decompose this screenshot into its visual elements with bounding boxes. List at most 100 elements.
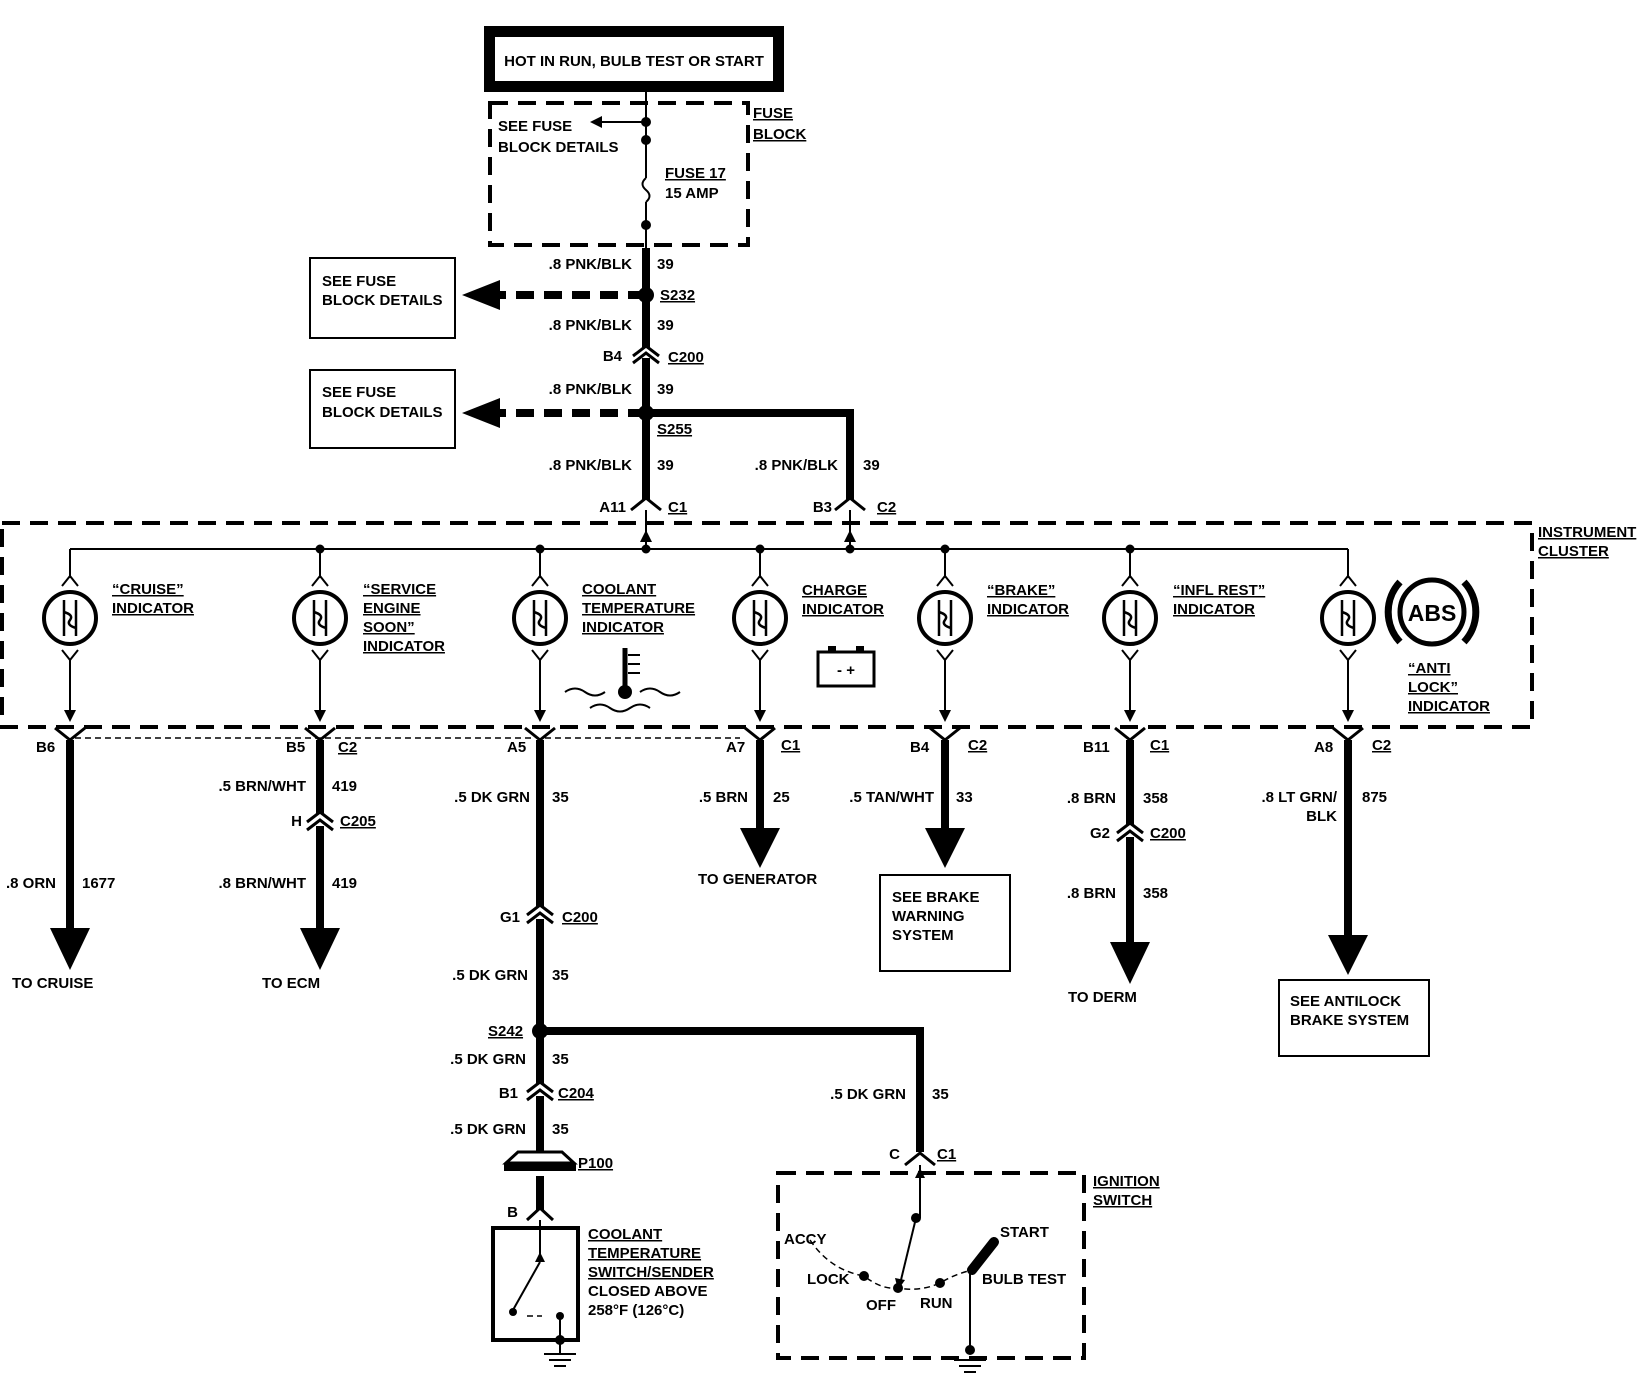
indicator-bulbs bbox=[42, 549, 1376, 720]
circuit-generator: 25 bbox=[773, 789, 790, 806]
see-fuse-box-2-line1: SEE FUSE bbox=[322, 384, 396, 401]
pin-b: B bbox=[507, 1204, 518, 1221]
ignition-start: START bbox=[1000, 1224, 1049, 1241]
indicator-infl-line2: INDICATOR bbox=[1173, 601, 1255, 618]
dest-cruise: TO CRUISE bbox=[12, 975, 93, 992]
wire-coolant-4: .5 DK GRN bbox=[450, 1121, 526, 1138]
fuse-rating: 15 AMP bbox=[665, 185, 719, 202]
pin-g1: G1 bbox=[500, 909, 520, 926]
fuse-block-label-1: FUSE bbox=[753, 105, 793, 122]
indicator-coolant-line2: TEMPERATURE bbox=[582, 600, 695, 617]
dest-derm: TO DERM bbox=[1068, 989, 1137, 1006]
conn-a8-c2: C2 bbox=[1372, 737, 1391, 754]
conn-b4-c2: C2 bbox=[968, 737, 987, 754]
bulb-brake bbox=[917, 549, 973, 720]
indicator-ses-line1: “SERVICE bbox=[363, 581, 436, 598]
instrument-cluster-border bbox=[0, 521, 1534, 729]
sender-line2: TEMPERATURE bbox=[588, 1245, 701, 1262]
pin-b4-bottom: B4 bbox=[910, 739, 930, 756]
indicator-ses-line4: INDICATOR bbox=[363, 638, 445, 655]
wire-ecm-1: .5 BRN/WHT bbox=[219, 778, 307, 795]
indicator-cruise-line2: INDICATOR bbox=[112, 600, 194, 617]
circuit-derm-2: 358 bbox=[1143, 885, 1168, 902]
circuit-cruise: 1677 bbox=[82, 875, 115, 892]
feed-circuit-right: 39 bbox=[863, 457, 880, 474]
circuit-ecm-2: 419 bbox=[332, 875, 357, 892]
see-brake-line3: SYSTEM bbox=[892, 927, 954, 944]
wire-cruise: .8 ORN bbox=[6, 875, 56, 892]
wire-abs-2: BLK bbox=[1306, 808, 1337, 825]
pin-a7: A7 bbox=[726, 739, 745, 756]
feed-wire-3: .8 PNK/BLK bbox=[549, 381, 633, 398]
pin-a11: A11 bbox=[599, 499, 626, 516]
indicator-brake-line2: INDICATOR bbox=[987, 601, 1069, 618]
coolant-sender-box bbox=[491, 1226, 580, 1342]
pin-a5: A5 bbox=[507, 739, 526, 756]
dest-generator: TO GENERATOR bbox=[698, 871, 817, 888]
sender-line3: SWITCH/SENDER bbox=[588, 1264, 714, 1281]
see-brake-box bbox=[879, 874, 1011, 972]
indicator-cruise-line1: “CRUISE” bbox=[112, 581, 184, 598]
circuit-coolant-3: 35 bbox=[552, 1051, 569, 1068]
indicator-abs-line3: INDICATOR bbox=[1408, 698, 1490, 715]
splice-s255-label: S255 bbox=[657, 421, 692, 438]
feed-wire-top: .8 PNK/BLK bbox=[549, 256, 633, 273]
conn-c200-coolant: C200 bbox=[562, 909, 598, 926]
pin-b6: B6 bbox=[36, 739, 55, 756]
abs-icon: ABS bbox=[1384, 577, 1480, 647]
pin-g2: G2 bbox=[1090, 825, 1110, 842]
see-fuse-box-2-line2: BLOCK DETAILS bbox=[322, 404, 443, 421]
see-fuse-box-1-line1: SEE FUSE bbox=[322, 273, 396, 290]
fuse-block-label-2: BLOCK bbox=[753, 126, 806, 143]
wire-ignition: .5 DK GRN bbox=[830, 1086, 906, 1103]
fuse-number: FUSE 17 bbox=[665, 165, 726, 182]
feed-circuit-2: 39 bbox=[657, 317, 674, 334]
wire-coolant-3: .5 DK GRN bbox=[450, 1051, 526, 1068]
conn-c205: C205 bbox=[340, 813, 376, 830]
see-fuse-box-2 bbox=[309, 369, 456, 449]
see-antilock-line1: SEE ANTILOCK bbox=[1290, 993, 1401, 1010]
feed-circuit-left: 39 bbox=[657, 457, 674, 474]
wire-coolant-2: .5 DK GRN bbox=[452, 967, 528, 984]
feed-wire-2: .8 PNK/BLK bbox=[549, 317, 633, 334]
indicator-brake-line1: “BRAKE” bbox=[987, 582, 1055, 599]
sender-line4: CLOSED ABOVE bbox=[588, 1283, 707, 1300]
wire-brake: .5 TAN/WHT bbox=[849, 789, 934, 806]
see-brake-line1: SEE BRAKE bbox=[892, 889, 980, 906]
ignition-lock: LOCK bbox=[807, 1271, 850, 1288]
dest-ecm: TO ECM bbox=[262, 975, 320, 992]
pin-b4-top: B4 bbox=[603, 348, 623, 365]
splice-s242-label: S242 bbox=[488, 1023, 523, 1040]
sender-line5: 258°F (126°C) bbox=[588, 1302, 684, 1319]
ignition-accy: ACCY bbox=[784, 1231, 827, 1248]
pin-b1: B1 bbox=[499, 1085, 518, 1102]
circuit-brake: 33 bbox=[956, 789, 973, 806]
feed-wire-right: .8 PNK/BLK bbox=[755, 457, 839, 474]
bulb-ses bbox=[292, 549, 348, 720]
conn-c2-top: C2 bbox=[877, 499, 896, 516]
conn-b5-c2: C2 bbox=[338, 739, 357, 756]
see-brake-line2: WARNING bbox=[892, 908, 965, 925]
cluster-label-2: CLUSTER bbox=[1538, 543, 1609, 560]
indicator-charge-line1: CHARGE bbox=[802, 582, 867, 599]
indicator-abs-line1: “ANTI bbox=[1408, 660, 1451, 677]
pin-b5: B5 bbox=[286, 739, 305, 756]
bulb-abs bbox=[1320, 549, 1376, 720]
feed-circuit-3: 39 bbox=[657, 381, 674, 398]
circuit-coolant-1: 35 bbox=[552, 789, 569, 806]
conn-c1-top: C1 bbox=[668, 499, 687, 516]
indicator-abs-line2: LOCK” bbox=[1408, 679, 1458, 696]
bulb-coolant bbox=[512, 549, 568, 720]
circuit-ignition: 35 bbox=[932, 1086, 949, 1103]
ignition-switch-border bbox=[776, 1171, 1086, 1360]
circuit-ecm-1: 419 bbox=[332, 778, 357, 795]
pin-b3: B3 bbox=[813, 499, 832, 516]
wire-coolant-1: .5 DK GRN bbox=[454, 789, 530, 806]
sender-line1: COOLANT bbox=[588, 1226, 662, 1243]
wire-ecm-2: .8 BRN/WHT bbox=[219, 875, 307, 892]
battery-symbol-text: - + bbox=[837, 662, 855, 679]
conn-b11-c1: C1 bbox=[1150, 737, 1169, 754]
indicator-infl-line1: “INFL REST” bbox=[1173, 582, 1265, 599]
fuse-symbol bbox=[641, 177, 651, 203]
wire-generator: .5 BRN bbox=[699, 789, 748, 806]
